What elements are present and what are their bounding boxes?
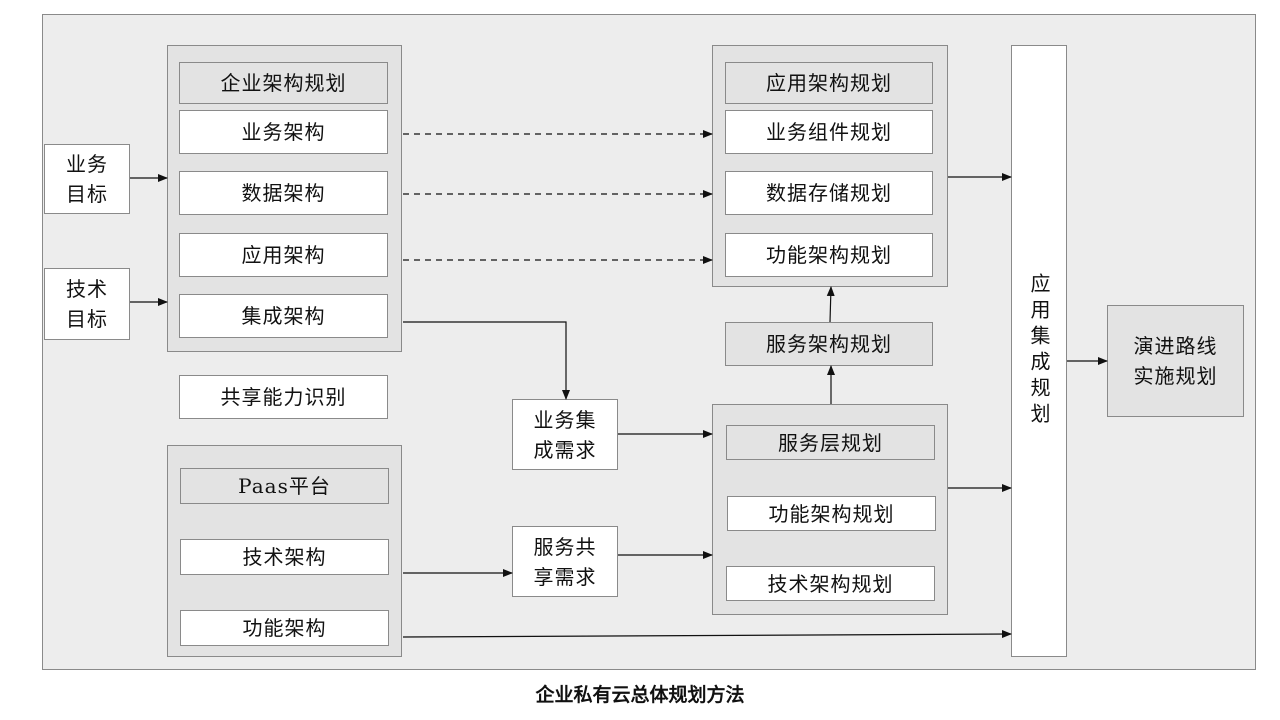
service-function-arch-plan-box: 功能架构规划 [727, 496, 936, 531]
service-tech-arch-plan-box: 技术架构规划 [726, 566, 935, 601]
shared-capability-box: 共享能力识别 [179, 375, 388, 419]
integration-arch-box: 集成架构 [179, 294, 388, 338]
tech-arch-box: 技术架构 [180, 539, 389, 575]
paas-title: Paas平台 [180, 468, 389, 504]
app-arch-plan-title: 应用架构规划 [725, 62, 933, 104]
roadmap-box: 演进路线 实施规划 [1107, 305, 1244, 417]
application-arch-box: 应用架构 [179, 233, 388, 277]
tech-goal-box: 技术 目标 [44, 268, 130, 340]
business-goal-box: 业务 目标 [44, 144, 130, 214]
service-layer-title: 服务层规划 [726, 425, 935, 460]
data-arch-box: 数据架构 [179, 171, 388, 215]
app-integration-plan-label: 应用集成规划 [1027, 273, 1051, 429]
business-arch-box: 业务架构 [179, 110, 388, 154]
business-integration-req-box: 业务集 成需求 [512, 399, 618, 470]
app-integration-plan-box: 应用集成规划 [1011, 45, 1067, 657]
function-arch-plan-box: 功能架构规划 [725, 233, 933, 277]
function-arch-box: 功能架构 [180, 610, 389, 646]
service-sharing-req-box: 服务共 享需求 [512, 526, 618, 597]
service-arch-plan-box: 服务架构规划 [725, 322, 933, 366]
business-component-plan-box: 业务组件规划 [725, 110, 933, 154]
enterprise-arch-title: 企业架构规划 [179, 62, 388, 104]
data-storage-plan-box: 数据存储规划 [725, 171, 933, 215]
figure-caption: 企业私有云总体规划方法 [535, 684, 745, 706]
